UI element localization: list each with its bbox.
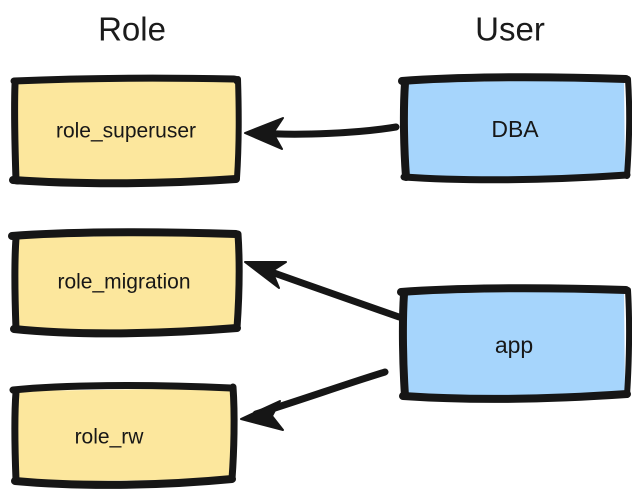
edge-app-to-role-migration[interactable] xyxy=(244,261,403,321)
column-header-role: Role xyxy=(98,11,166,48)
node-app-edge-top xyxy=(397,284,630,296)
node-app-label: app xyxy=(495,332,533,358)
node-role-superuser-fill xyxy=(15,80,237,181)
node-role-rw-edge-bottom xyxy=(11,475,236,489)
node-app[interactable]: app xyxy=(397,284,632,403)
node-dba-fill xyxy=(405,79,625,178)
node-role-rw-edge-top xyxy=(9,382,235,394)
node-role-rw-fill xyxy=(16,388,232,482)
node-app-fill xyxy=(404,290,625,397)
edge-dba-to-role-superuser-arrowhead xyxy=(244,117,284,150)
node-app-edge-right xyxy=(624,287,632,398)
node-dba-label: DBA xyxy=(491,116,539,142)
node-role-migration-edge-right xyxy=(233,230,243,332)
node-role-migration-fill xyxy=(15,234,237,331)
node-role-rw-edge-left xyxy=(11,388,20,484)
node-role-superuser-edge-left xyxy=(11,80,22,185)
node-role-rw[interactable]: role_rw xyxy=(9,382,238,489)
node-role-superuser-edge-bottom xyxy=(9,175,240,188)
column-headers: Role User xyxy=(98,11,545,48)
node-dba-edge-top xyxy=(398,73,630,85)
node-role-superuser[interactable]: role_superuser xyxy=(9,74,242,188)
node-app-edge-left xyxy=(398,290,409,400)
edge-dba-to-role-superuser[interactable] xyxy=(244,117,400,150)
node-role-migration-edge-bottom xyxy=(10,324,241,338)
node-role-migration-edge-top xyxy=(8,228,240,240)
edge-app-to-role-rw-arrowhead xyxy=(240,400,284,431)
edge-app-to-role-migration-arrowhead xyxy=(244,261,287,289)
node-dba-edge-right xyxy=(624,76,632,179)
node-role-superuser-edge-top xyxy=(10,74,241,85)
node-role-migration-edge-left xyxy=(11,234,20,333)
node-app-edge-bottom xyxy=(399,390,631,403)
column-header-user: User xyxy=(475,11,545,48)
node-role-rw-edge-right xyxy=(228,383,238,483)
edge-app-to-role-rw[interactable] xyxy=(240,368,389,431)
node-role-migration-label: role_migration xyxy=(57,271,190,294)
node-dba-edge-bottom xyxy=(400,171,631,184)
node-dba[interactable]: DBA xyxy=(398,73,632,184)
node-role-rw-label: role_rw xyxy=(75,426,145,449)
node-role-superuser-edge-right xyxy=(234,76,242,181)
node-dba-edge-left xyxy=(399,79,410,181)
edge-dba-to-role-superuser-line xyxy=(254,123,400,138)
node-role-migration[interactable]: role_migration xyxy=(8,228,243,338)
edge-app-to-role-migration-line xyxy=(256,264,403,321)
node-role-superuser-label: role_superuser xyxy=(56,120,196,143)
